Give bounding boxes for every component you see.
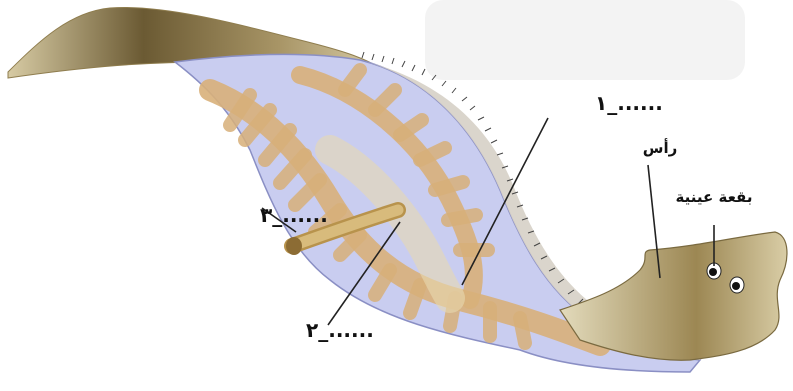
label-1: ١_...... xyxy=(595,91,663,115)
label-2: ٢_...... xyxy=(306,318,374,342)
label-head: رأس xyxy=(643,138,677,157)
watermark-shape xyxy=(425,0,745,80)
head xyxy=(560,232,787,360)
label-3: ٣_...... xyxy=(260,203,328,227)
label-eyespot: بقعة عينية xyxy=(676,188,753,206)
